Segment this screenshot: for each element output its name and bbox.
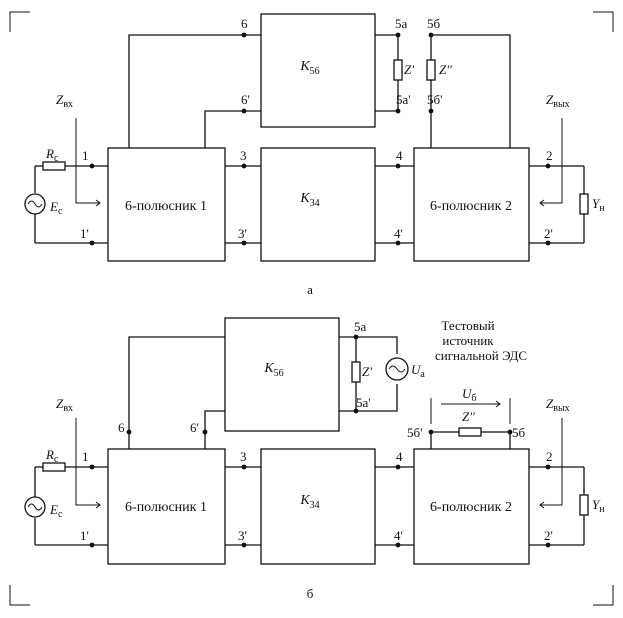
diagram-a-node-3p: 3' xyxy=(238,226,247,241)
diagram-b-k34-block xyxy=(260,448,376,565)
diagram-b-node-2p: 2' xyxy=(544,528,553,543)
diagram-b-ua-label: Ua xyxy=(411,362,425,380)
diagram-b-zdouble-label: Z'' xyxy=(462,409,475,424)
diagram-a-hexapole-2-label: 6-полюсник 2 xyxy=(430,199,512,214)
diagram-a-node-2p: 2' xyxy=(544,226,553,241)
diagram-b-zin-label: Zвх xyxy=(56,396,73,414)
diagram-a-node-3: 3 xyxy=(240,148,247,163)
diagram-b-ua-sine-icon xyxy=(388,365,406,373)
diagram-a-node-2: 2 xyxy=(546,148,553,163)
diagram-a-node-5a: 5a xyxy=(395,16,408,31)
diagram-a-k56-label: K56 xyxy=(299,59,319,77)
diagram-b-hexapole-1 xyxy=(107,448,226,565)
diagram-b-node-5b: 5б xyxy=(512,425,526,440)
diagram-b-k34-label: K34 xyxy=(299,493,319,511)
diagram-a-yn-label: Yн xyxy=(592,196,605,214)
diagram-b-node-3: 3 xyxy=(240,449,247,464)
diagram-a-ec-label: Ec xyxy=(49,199,63,217)
diagram-b-k56-label: K56 xyxy=(263,361,283,379)
diagram-a-node-4: 4 xyxy=(396,148,403,163)
diagram-a-node-5bp: 5б' xyxy=(427,92,442,107)
diagram-a-hexapole-1 xyxy=(107,147,226,262)
diagram-b-node-1p: 1' xyxy=(80,528,89,543)
diagram-a-zin-label: Zвх xyxy=(56,92,73,110)
diagram-a-zprime-label: Z' xyxy=(404,62,414,77)
diagram-a-node-5ap: 5a' xyxy=(396,92,411,107)
diagram-b-node-6p: 6' xyxy=(190,420,199,435)
diagram-b-ec-label: Ec xyxy=(49,502,63,520)
diagram-a-node-1: 1 xyxy=(82,148,89,163)
diagram-b-rc-resistor xyxy=(42,462,66,472)
corner-marks xyxy=(9,11,614,606)
diagram-b-node-2: 2 xyxy=(546,449,553,464)
diagram-a-sine-icon xyxy=(27,200,43,208)
diagram-b-sine-icon xyxy=(27,503,43,511)
diagram-b-zout-label: Zвых xyxy=(546,396,570,414)
diagram-a-zprime-resistor xyxy=(393,59,403,81)
diagram-a-k56-block xyxy=(260,13,376,128)
diagram-a-hexapole-2 xyxy=(413,147,530,262)
diagram-a-k34-block xyxy=(260,147,376,262)
diagram-a: 6-полюсник 1 K34 K56 6-полюсник 2 xyxy=(24,13,605,297)
diagram-b-zprime-resistor xyxy=(351,361,361,383)
diagram-a-rc-label: Rc xyxy=(45,146,59,164)
diagram-b-node-6: 6 xyxy=(118,420,125,435)
diagram-b-node-4: 4 xyxy=(396,449,403,464)
diagram-b-hexapole-1-label: 6-полюсник 1 xyxy=(125,500,207,515)
diagram-b-hexapole-2 xyxy=(413,448,530,565)
diagram-b-ub-label: Uб xyxy=(462,386,476,404)
diagram-b-node-1: 1 xyxy=(82,449,89,464)
diagram-a-node-6: 6 xyxy=(241,16,248,31)
diagram-b-caption: б xyxy=(307,586,314,601)
diagram-b-node-5bp: 5б' xyxy=(407,425,422,440)
diagram-b-node-5a: 5a xyxy=(354,319,367,334)
diagram-a-node-1p: 1' xyxy=(80,226,89,241)
diagram-a-zout-label: Zвых xyxy=(546,92,570,110)
diagram-b-test-source-line-2: источник xyxy=(442,333,494,348)
diagram-a-node-6p: 6' xyxy=(241,92,250,107)
diagram-b: 6-полюсник 1 K34 K56 6-полюсник 2 xyxy=(24,317,605,601)
diagram-b-k56-block xyxy=(224,317,340,432)
diagram-b-node-3p: 3' xyxy=(238,528,247,543)
diagram-a-node-5b: 5б xyxy=(427,16,441,31)
diagram-b-yn-load xyxy=(579,494,589,516)
diagram-b-node-4p: 4' xyxy=(394,528,403,543)
diagram-a-impedance-arrows xyxy=(75,118,563,207)
diagram-b-hexapole-2-label: 6-полюсник 2 xyxy=(430,500,512,515)
diagram-a-zdouble-resistor xyxy=(426,59,436,81)
diagram-a-yn-load xyxy=(579,193,589,215)
diagram-b-zdouble-resistor xyxy=(458,427,482,437)
diagram-b-test-source-line-1: Тестовый xyxy=(441,318,494,333)
diagram-a-zdouble-label: Z'' xyxy=(439,62,452,77)
diagram-b-node-5ap: 5a' xyxy=(356,395,371,410)
diagram-a-node-4p: 4' xyxy=(394,226,403,241)
diagram-a-k34-label: K34 xyxy=(299,191,319,209)
diagram-a-caption: а xyxy=(307,282,313,297)
diagram-a-junction-dots xyxy=(89,32,551,246)
diagram-b-yn-label: Yн xyxy=(592,497,605,515)
diagram-a-rc-resistor xyxy=(42,161,66,171)
diagram-b-junction-dots xyxy=(89,334,551,548)
diagram-b-arrows xyxy=(75,398,563,509)
diagram-a-hexapole-1-label: 6-полюсник 1 xyxy=(125,199,207,214)
diagram-b-zprime-label: Z' xyxy=(362,364,372,379)
diagram-b-rc-label: Rc xyxy=(45,447,59,465)
diagram-b-test-source-line-3: сигнальной ЭДС xyxy=(435,348,527,363)
